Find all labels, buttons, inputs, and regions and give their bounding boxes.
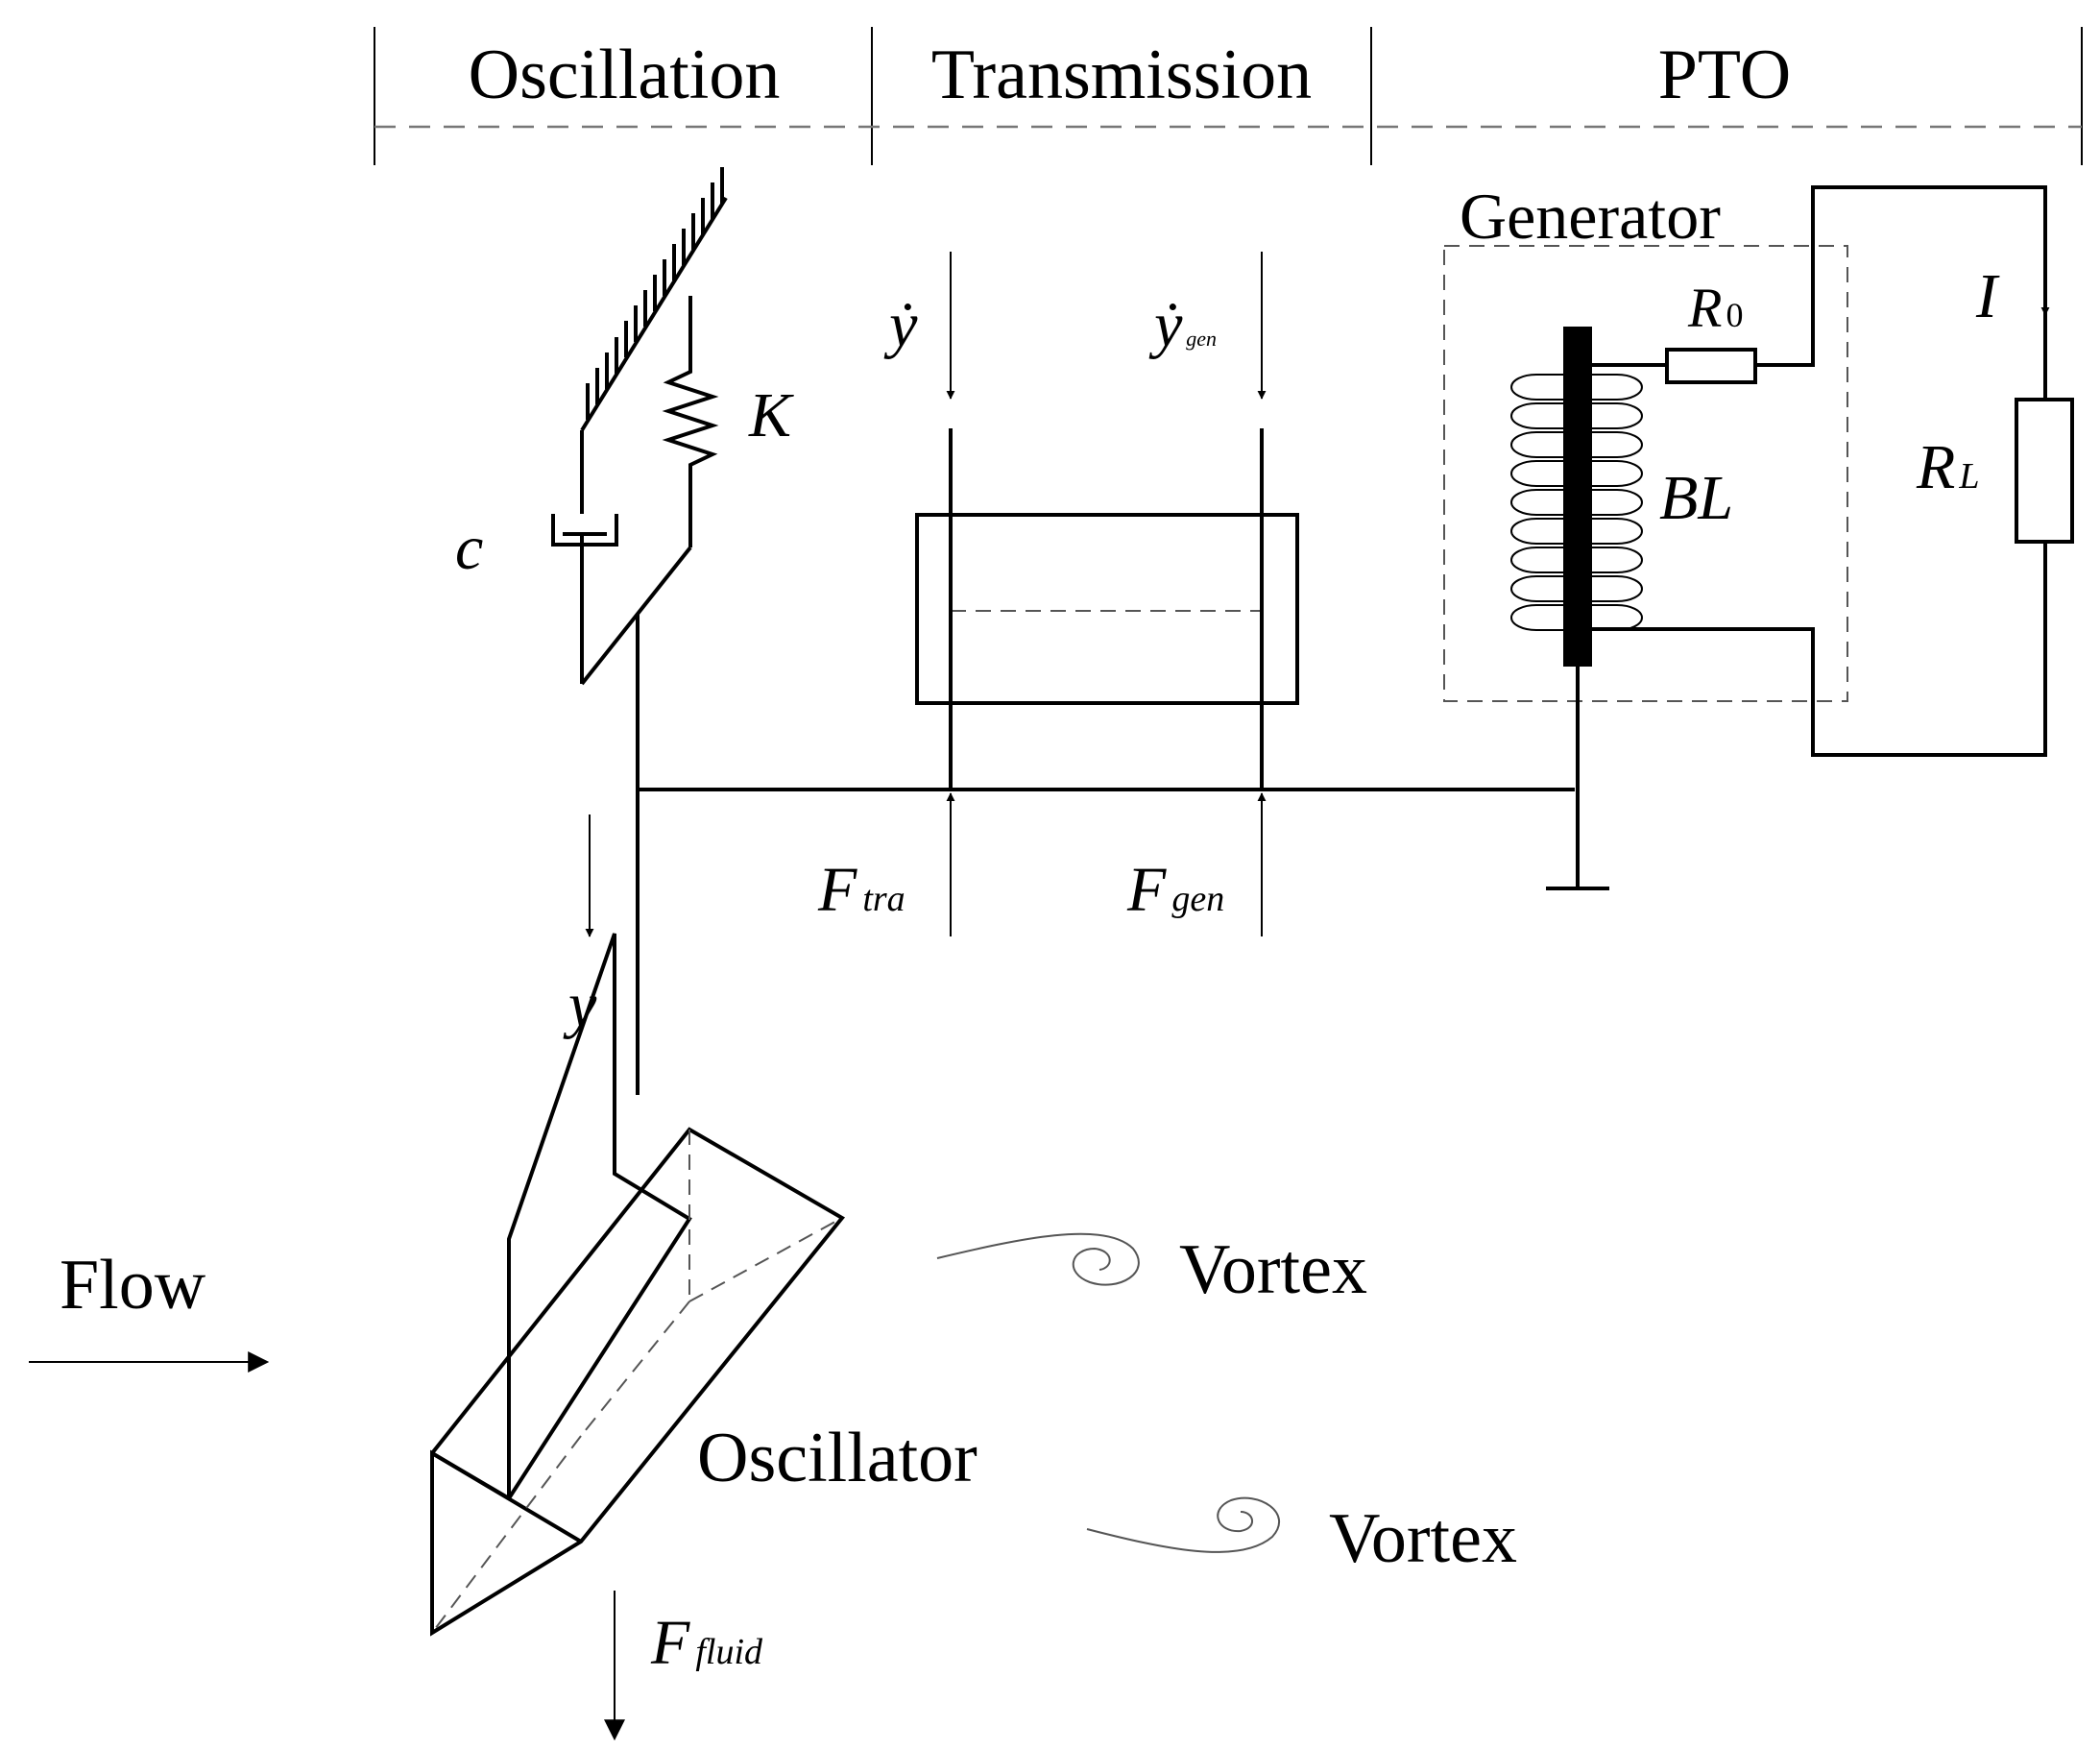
section-label-oscillation: Oscillation — [469, 36, 781, 114]
generator-core — [1546, 327, 1609, 890]
generator-coil: BL — [1510, 374, 1733, 631]
oscillator-prism — [430, 933, 846, 1637]
label-vortex-2: Vortex — [1329, 1499, 1517, 1578]
label-vortex-1: Vortex — [1179, 1230, 1367, 1309]
generator-box: Generator — [1443, 180, 1848, 702]
label-I: I — [1975, 261, 2000, 331]
velocity-y-arrow: ẏ — [883, 252, 955, 400]
displacement-y-arrow: y — [563, 814, 597, 1040]
label-ydot: ẏ — [883, 290, 918, 360]
generator-label: Generator — [1460, 180, 1721, 253]
current-arrow: I — [1975, 187, 2050, 331]
spring-K: K — [662, 296, 794, 547]
ground-support — [580, 167, 728, 432]
transmission-box — [915, 513, 1299, 705]
label-c: c — [455, 513, 483, 583]
section-label-transmission: Transmission — [931, 36, 1312, 114]
label-K: K — [748, 380, 794, 450]
section-label-pto: PTO — [1658, 36, 1791, 114]
label-flow: Flow — [60, 1246, 206, 1325]
vortex-1: Vortex — [936, 1230, 1367, 1309]
section-header: Oscillation Transmission PTO — [374, 27, 2083, 165]
damper-c: c — [455, 430, 618, 684]
flow-arrow: Flow — [29, 1246, 270, 1373]
oscillator-rod — [580, 546, 1575, 1095]
label-oscillator: Oscillator — [697, 1419, 978, 1497]
vortex-2: Vortex — [1086, 1496, 1517, 1578]
label-BL: BL — [1659, 463, 1733, 533]
